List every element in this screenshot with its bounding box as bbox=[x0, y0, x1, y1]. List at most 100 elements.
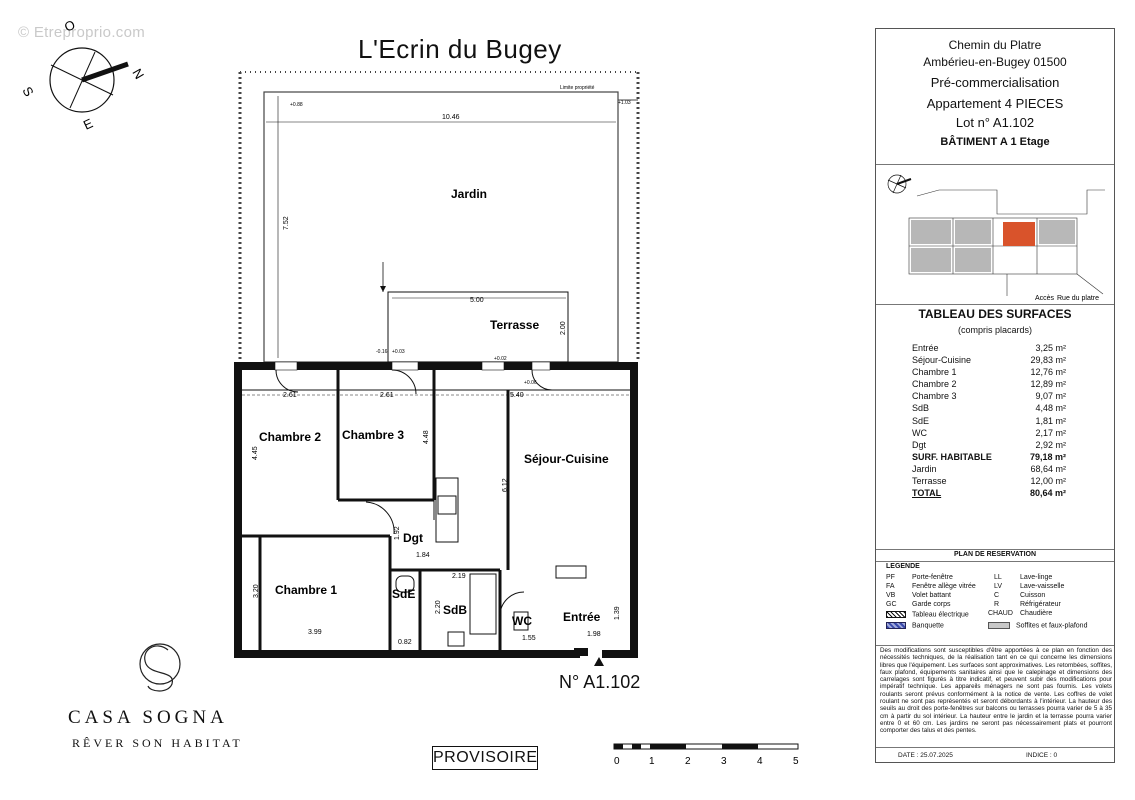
apartment-walls bbox=[234, 362, 638, 658]
terrasse-height: 2.00 bbox=[560, 321, 567, 335]
table-row: SURF. HABITABLE 79,18 m² bbox=[910, 452, 1076, 464]
property-hedge bbox=[238, 71, 640, 363]
site-lot-highlight bbox=[1003, 222, 1035, 246]
dim-sde-w: 0.82 bbox=[398, 639, 412, 646]
dim-ch1-w: 3.99 bbox=[308, 629, 322, 636]
brand-name: CASA SOGNA bbox=[68, 707, 228, 728]
legend-item: Soffites et faux-plafond bbox=[988, 622, 1087, 629]
plan-reservation: PLAN DE RESERVATION bbox=[953, 551, 1037, 558]
surface-label: Terrasse bbox=[912, 476, 947, 487]
dim-sdb-w: 2.19 bbox=[452, 573, 466, 580]
surface-value: 2,92 m² bbox=[1035, 439, 1066, 450]
legend-title: LEGENDE bbox=[886, 563, 920, 570]
surface-label: Jardin bbox=[912, 463, 937, 474]
lot-number: Lot n° A1.102 bbox=[955, 115, 1035, 130]
surface-value: 80,64 m² bbox=[1029, 488, 1066, 499]
status: Pré-commercialisation bbox=[930, 75, 1060, 90]
surface-label: Chambre 1 bbox=[912, 367, 957, 378]
surface-label: SdB bbox=[912, 403, 930, 414]
room-entree: Entrée bbox=[563, 610, 601, 624]
dim-ch1-h: 3.20 bbox=[253, 584, 260, 598]
surface-value: 9,07 m² bbox=[1035, 391, 1066, 402]
surface-value: 79,18 m² bbox=[1029, 451, 1066, 462]
level-c: -0.16 bbox=[376, 349, 388, 355]
table-row: Séjour-Cuisine 29,83 m² bbox=[910, 355, 1076, 367]
compass-n: N bbox=[129, 66, 147, 82]
surface-label: SURF. HABITABLE bbox=[912, 451, 992, 462]
compass-o: O bbox=[62, 17, 78, 35]
surface-value: 2,17 m² bbox=[1035, 427, 1066, 438]
dim-wc-w: 1.55 bbox=[522, 635, 536, 642]
scale-4: 4 bbox=[757, 756, 763, 767]
tableau-electrique-icon bbox=[886, 611, 906, 618]
plan-indice: INDICE : 0 bbox=[1026, 752, 1058, 759]
brand-logo-icon bbox=[139, 643, 181, 692]
surface-value: 12,76 m² bbox=[1030, 367, 1066, 378]
surface-label: Séjour-Cuisine bbox=[912, 355, 972, 366]
site-compass-icon bbox=[887, 174, 912, 194]
surfaces-subtitle: (compris placards) bbox=[957, 325, 1033, 335]
scale-bar bbox=[613, 743, 799, 750]
dim-dgt-w: 1.84 bbox=[416, 552, 430, 559]
level-d: +0.03 bbox=[392, 349, 405, 355]
table-row: Chambre 1 12,76 m² bbox=[910, 367, 1076, 379]
floor-plan: O N S E Limite propriété 10.46 7.52 +0.8… bbox=[19, 17, 799, 767]
surface-value: 4,48 m² bbox=[1035, 403, 1066, 414]
dim-sejour-h: 6.12 bbox=[502, 478, 509, 492]
compass-e: E bbox=[81, 115, 95, 132]
surface-label: Chambre 2 bbox=[912, 379, 957, 390]
table-row: SdE 1,81 m² bbox=[910, 416, 1076, 428]
level-f: +0.06 bbox=[524, 380, 537, 386]
compass-s: S bbox=[19, 84, 36, 99]
dim-sejour-w: 5.40 bbox=[510, 392, 524, 399]
dim-dgt-h: 1.92 bbox=[394, 526, 401, 540]
room-wc: WC bbox=[512, 614, 532, 628]
room-chambre1: Chambre 1 bbox=[275, 583, 337, 597]
table-row: TOTAL 80,64 m² bbox=[910, 488, 1076, 500]
notes: Des modifications sont susceptibles d'êt… bbox=[880, 647, 1112, 735]
scale-2: 2 bbox=[685, 756, 691, 767]
room-sde: SdE bbox=[392, 587, 415, 601]
surface-label: Chambre 3 bbox=[912, 391, 957, 402]
surface-label: SdE bbox=[912, 415, 930, 426]
banquette-icon bbox=[886, 622, 906, 629]
lot-label: N° A1.102 bbox=[559, 672, 641, 692]
project-title: L'Ecrin du Bugey bbox=[358, 34, 562, 64]
jardin-height: 7.52 bbox=[283, 216, 290, 230]
surface-label: Entrée bbox=[912, 343, 939, 353]
level-a: +0.88 bbox=[290, 102, 303, 108]
entrance-arrow-icon bbox=[594, 657, 604, 666]
site-acces: Accès bbox=[1035, 295, 1055, 302]
scale-0: 0 bbox=[614, 756, 620, 767]
legend-item: Tableau électrique bbox=[886, 611, 969, 618]
apartment-type: Appartement 4 PIECES bbox=[926, 96, 1064, 111]
surface-value: 29,83 m² bbox=[1030, 355, 1066, 366]
dim-sdb-h: 2.20 bbox=[435, 600, 442, 614]
surface-value: 1,81 m² bbox=[1035, 415, 1066, 426]
surface-label: TOTAL bbox=[912, 488, 942, 499]
room-sejour: Séjour-Cuisine bbox=[524, 452, 609, 466]
level-b: +1.03 bbox=[618, 100, 631, 106]
title-block-header: Chemin du Platre Ambérieu-en-Bugey 01500… bbox=[876, 29, 1114, 164]
dim-ch2-w: 2.61 bbox=[283, 392, 297, 399]
title-block-footer: DATE : 25.07.2025 INDICE : 0 bbox=[876, 748, 1114, 763]
room-jardin: Jardin bbox=[451, 187, 487, 201]
dim-ch3-h: 4.48 bbox=[423, 430, 430, 444]
address-line2: Ambérieu-en-Bugey 01500 bbox=[923, 55, 1067, 69]
surfaces-title: TABLEAU DES SURFACES bbox=[918, 307, 1072, 321]
dim-entree-h: 1.39 bbox=[614, 606, 621, 620]
title-block: Chemin du Platre Ambérieu-en-Bugey 01500… bbox=[875, 28, 1115, 763]
scale-5: 5 bbox=[793, 756, 799, 767]
